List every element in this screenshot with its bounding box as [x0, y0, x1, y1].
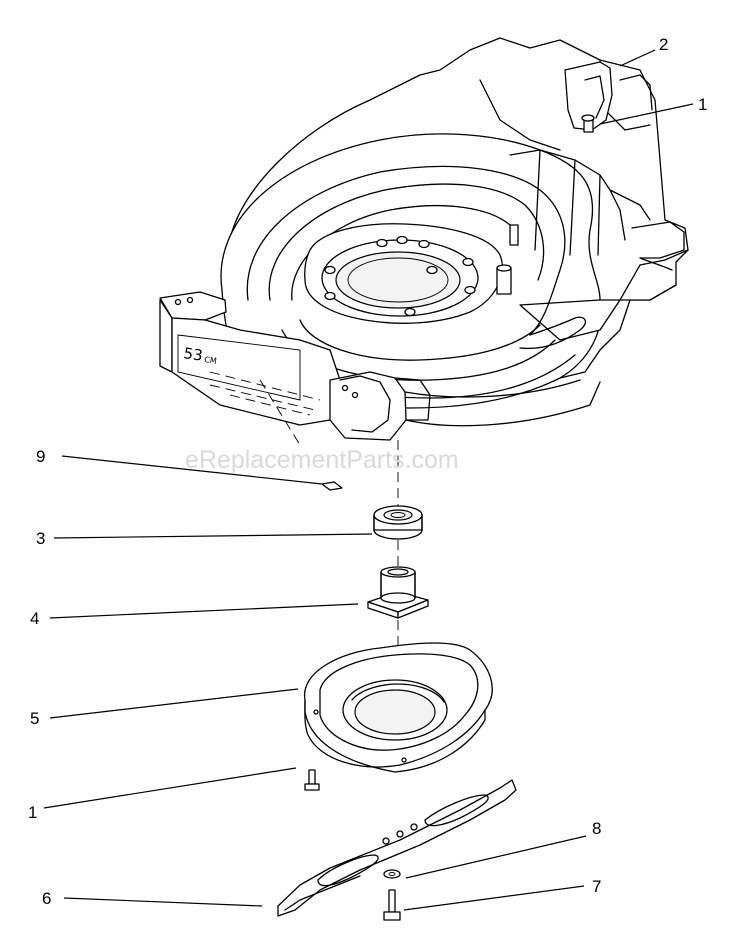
- leader-4: [49, 603, 359, 619]
- part-8-washer: [383, 869, 401, 879]
- leader-1-bottom: [43, 767, 297, 809]
- leader-5: [49, 688, 299, 719]
- leader-1-top: [599, 103, 694, 125]
- part-7-bolt: [383, 889, 401, 921]
- leader-8: [405, 835, 587, 879]
- callout-1-bottom: 1: [28, 803, 37, 822]
- part-5-baffle: [304, 642, 493, 773]
- part-4-hub: [367, 566, 429, 619]
- callout-8: 8: [592, 819, 601, 838]
- callout-1-top: 1: [698, 95, 707, 114]
- part-3-bearing: [373, 505, 423, 540]
- mower-deck: [159, 37, 689, 446]
- callout-5: 5: [30, 709, 39, 728]
- leader-2-top: [619, 49, 656, 67]
- callout-4: 4: [30, 609, 39, 628]
- leader-7: [403, 885, 585, 911]
- callout-7: 7: [592, 877, 601, 896]
- leader-9: [61, 455, 323, 485]
- leader-3: [53, 533, 373, 539]
- deck-size-marking: 53 CM: [182, 344, 217, 366]
- callout-2-top: 2: [659, 35, 668, 54]
- leader-6: [63, 897, 263, 907]
- callout-9: 9: [36, 447, 45, 466]
- part-6-blade: [277, 779, 517, 917]
- part-9-key: [321, 481, 343, 491]
- callout-6: 6: [42, 889, 51, 908]
- part-1-bolt-lower: [304, 769, 320, 791]
- watermark-text: eReplacementParts.com: [185, 446, 459, 474]
- callout-3: 3: [36, 529, 45, 548]
- deck-size-number: 53: [182, 344, 203, 364]
- deck-size-unit: CM: [204, 355, 218, 366]
- motor-mount-bolts: [324, 235, 476, 317]
